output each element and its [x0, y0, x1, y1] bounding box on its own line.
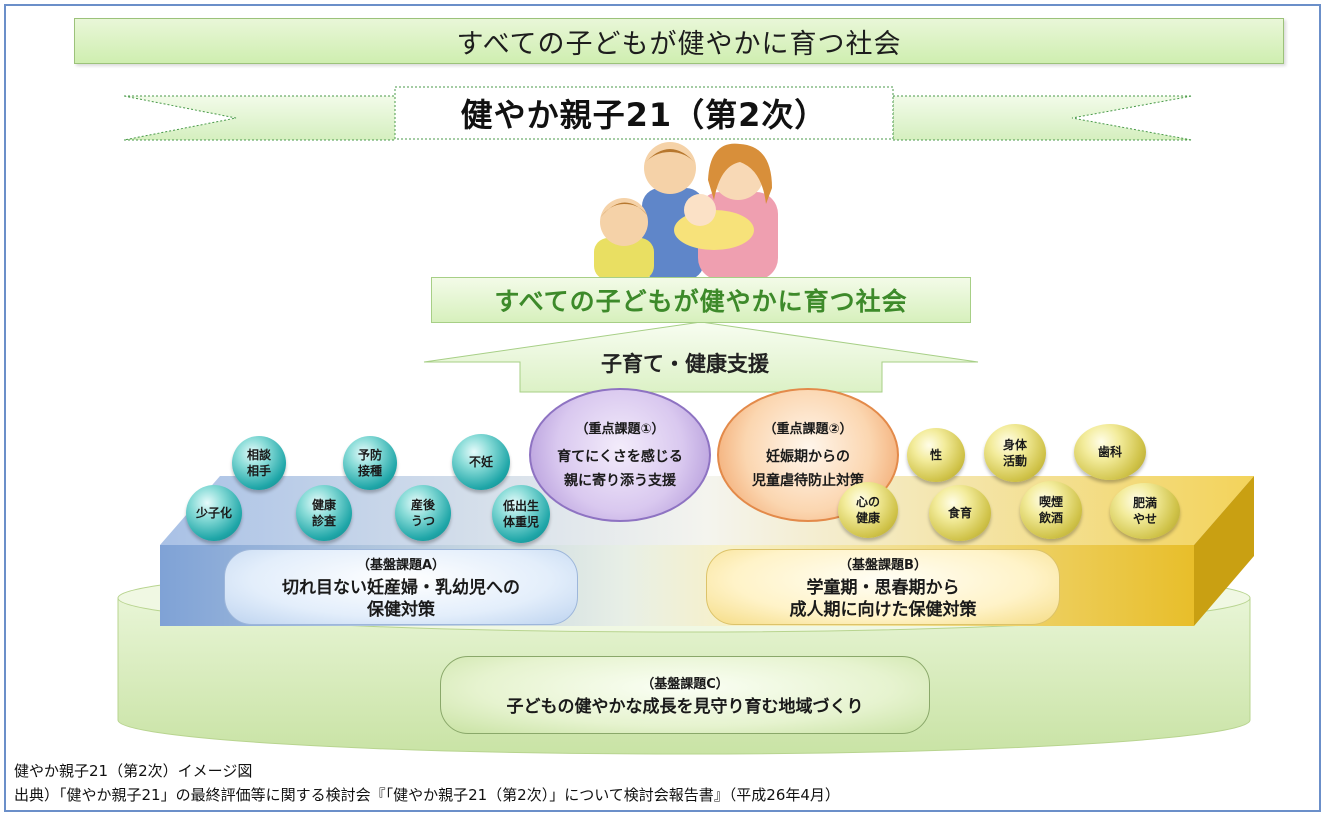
priority-heading: （重点課題①） — [575, 421, 665, 437]
ball-line1: 不妊 — [468, 455, 493, 469]
ball-line1: 肥満 — [1132, 496, 1157, 510]
foundation-issue-a: （基盤課題A） 切れ目ない妊産婦・乳幼児への 保健対策 — [224, 549, 578, 625]
foundation-heading: （基盤課題C） — [641, 676, 729, 692]
priority-line2: 児童虐待防止対策 — [752, 472, 864, 489]
ball-line1: 性 — [929, 448, 942, 462]
ball-line1: 食育 — [947, 506, 972, 520]
foundation-line2: 保健対策 — [367, 599, 435, 620]
ball-himan-yase: 肥満やせ — [1110, 483, 1180, 539]
foundation-line1: 学童期・思春期から — [806, 577, 960, 598]
priority-heading: （重点課題②） — [763, 421, 853, 437]
ribbon-left-tail — [123, 95, 396, 141]
ribbon-title: 健やか親子21（第2次） — [460, 96, 828, 134]
ball-sango-utsu: 産後うつ — [395, 485, 451, 541]
ribbon-right-tail — [892, 95, 1193, 141]
priority-issue-1: （重点課題①） 育てにくさを感じる 親に寄り添う支援 — [529, 388, 711, 522]
ball-funin: 不妊 — [452, 434, 510, 490]
ball-line2: うつ — [410, 514, 435, 528]
ball-kokoro-no-kenkou: 心の健康 — [838, 482, 898, 538]
ball-line2: 体重児 — [502, 515, 539, 529]
caption-source: 出典）「健やか親子21」の最終評価等に関する検討会『「健やか親子21（第2次）」… — [14, 786, 840, 804]
ball-line1: 歯科 — [1097, 445, 1122, 459]
ball-line2: 相手 — [246, 464, 271, 478]
foundation-issue-c: （基盤課題C） 子どもの健やかな成長を見守り育む地域づくり — [440, 656, 930, 734]
ball-line1: 産後 — [410, 498, 435, 512]
ball-line2: やせ — [1132, 512, 1157, 526]
priority-line1: 育てにくさを感じる — [557, 448, 683, 465]
ball-teishusshou-taijuuji: 低出生体重児 — [492, 485, 550, 543]
ball-line2: 飲酒 — [1038, 511, 1063, 525]
ball-line1: 予防 — [357, 448, 382, 462]
ball-shoushika: 少子化 — [186, 485, 242, 541]
ball-line1: 低出生 — [502, 499, 539, 513]
ribbon-center — [394, 86, 894, 140]
foundation-line1: 切れ目ない妊産婦・乳幼児への — [282, 577, 520, 598]
ball-line1: 喫煙 — [1038, 495, 1063, 509]
ball-shintai-katsudou: 身体活動 — [984, 424, 1046, 482]
society-box: すべての子どもが健やかに育つ社会 — [431, 277, 971, 323]
caption-title: 健やか親子21（第2次）イメージ図 — [14, 762, 253, 780]
ball-line1: 相談 — [246, 448, 271, 462]
ball-soudan-aite: 相談相手 — [232, 436, 286, 490]
priority-line1: 妊娠期からの — [766, 448, 850, 465]
ball-line1: 健康 — [311, 498, 336, 512]
ball-line2: 健康 — [855, 511, 880, 525]
ball-line2: 活動 — [1002, 454, 1027, 468]
foundation-heading: （基盤課題A） — [356, 557, 446, 573]
ball-sei: 性 — [907, 428, 965, 482]
ball-shokuiku: 食育 — [929, 485, 991, 541]
foundation-line2: 成人期に向けた保健対策 — [789, 599, 977, 620]
foundation-issue-b: （基盤課題B） 学童期・思春期から 成人期に向けた保健対策 — [706, 549, 1060, 625]
top-banner: すべての子どもが健やかに育つ社会 — [74, 18, 1284, 64]
support-arrow — [423, 321, 979, 393]
priority-line2: 親に寄り添う支援 — [564, 472, 676, 489]
ball-line1: 心の — [855, 495, 880, 509]
arrow-label: 子育て・健康支援 — [601, 352, 769, 376]
diagram-frame — [4, 4, 1321, 812]
ball-line2: 接種 — [357, 464, 382, 478]
family-illustration — [594, 142, 778, 280]
ball-line1: 少子化 — [195, 506, 232, 520]
ball-kitsuen-inshu: 喫煙飲酒 — [1020, 481, 1082, 539]
ball-yobou-sesshu: 予防接種 — [343, 436, 397, 490]
ball-line1: 身体 — [1002, 438, 1027, 452]
ball-kenkou-shinsa: 健康診査 — [296, 485, 352, 541]
foundation-line1: 子どもの健やかな成長を見守り育む地域づくり — [506, 696, 864, 717]
ball-line2: 診査 — [311, 514, 336, 528]
foundation-heading: （基盤課題B） — [839, 557, 927, 573]
ball-shika: 歯科 — [1074, 424, 1146, 480]
